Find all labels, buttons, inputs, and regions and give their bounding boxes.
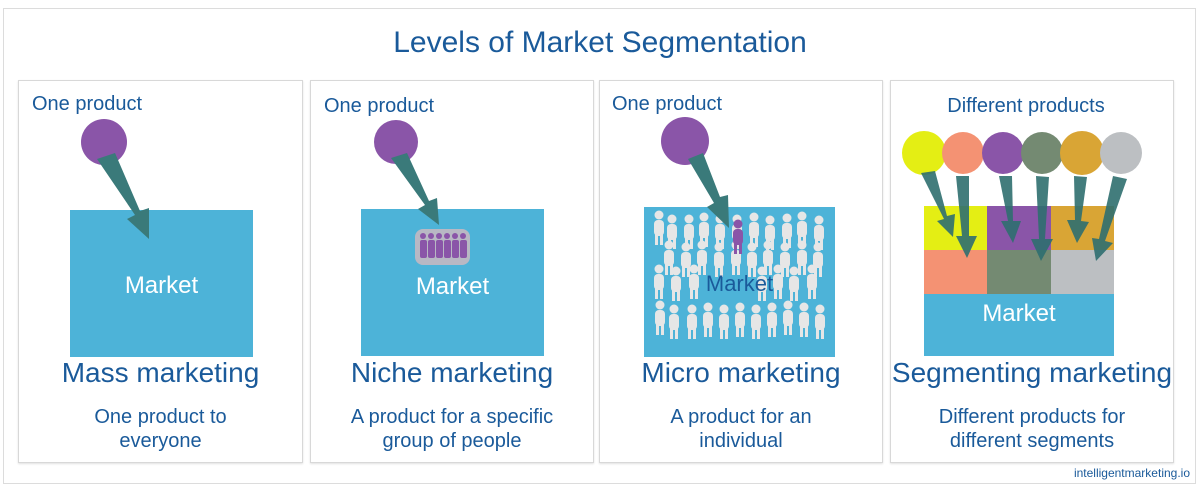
desc-line-1: Different products for <box>938 406 1126 428</box>
panel-segmenting-marketing: Different products Market Segmenting mar… <box>890 80 1174 463</box>
desc-line-1: One product to <box>94 406 227 428</box>
market-label: Market <box>982 300 1056 327</box>
product-arrow-icon <box>81 119 149 239</box>
product-label: One product <box>612 93 723 115</box>
segment-label: Mass marketing <box>61 357 260 388</box>
product-arrow-icon <box>661 117 729 228</box>
panel-micro-marketing: One product Market Micro mark <box>599 80 883 463</box>
market-label: Market <box>124 272 199 299</box>
market-box: Market <box>361 209 544 356</box>
segment-label: Segmenting marketing <box>891 357 1173 388</box>
group-of-people-icon <box>415 229 470 265</box>
segment-description: A product for a specific group of people <box>311 405 593 453</box>
product-arrow-icon <box>374 120 439 225</box>
desc-line-2: individual <box>699 430 783 452</box>
market-label: Market <box>415 273 490 300</box>
product-label: One product <box>324 95 435 117</box>
desc-line-1: A product for an <box>670 406 812 428</box>
diagram-title: Levels of Market Segmentation <box>393 26 807 59</box>
market-box: Market <box>644 207 835 357</box>
panel-mass-marketing: One product Market Mass marketing One pr… <box>18 80 303 463</box>
segment-salmon <box>924 250 987 294</box>
segment-grey <box>1051 250 1114 294</box>
segment-description: A product for an individual <box>600 405 882 453</box>
product-label: Different products <box>947 95 1105 117</box>
product-label: One product <box>32 93 143 115</box>
market-box: Market <box>70 210 253 357</box>
products-arrows-icon <box>902 131 1142 261</box>
footer-source: intelligentmarketing.io <box>1073 466 1190 480</box>
segment-description: One product to everyone <box>19 405 302 453</box>
segment-description: Different products for different segment… <box>891 405 1173 453</box>
panel-niche-marketing: One product Market Niche marketing A pro… <box>310 80 594 463</box>
desc-line-2: group of people <box>382 430 522 452</box>
segment-label: Niche marketing <box>350 357 554 388</box>
desc-line-2: everyone <box>119 430 202 452</box>
desc-line-2: different segments <box>949 430 1115 452</box>
segment-label: Micro marketing <box>641 357 841 388</box>
market-label: Market <box>705 271 774 296</box>
desc-line-1: A product for a specific <box>350 406 554 428</box>
segment-yellow <box>924 206 987 250</box>
